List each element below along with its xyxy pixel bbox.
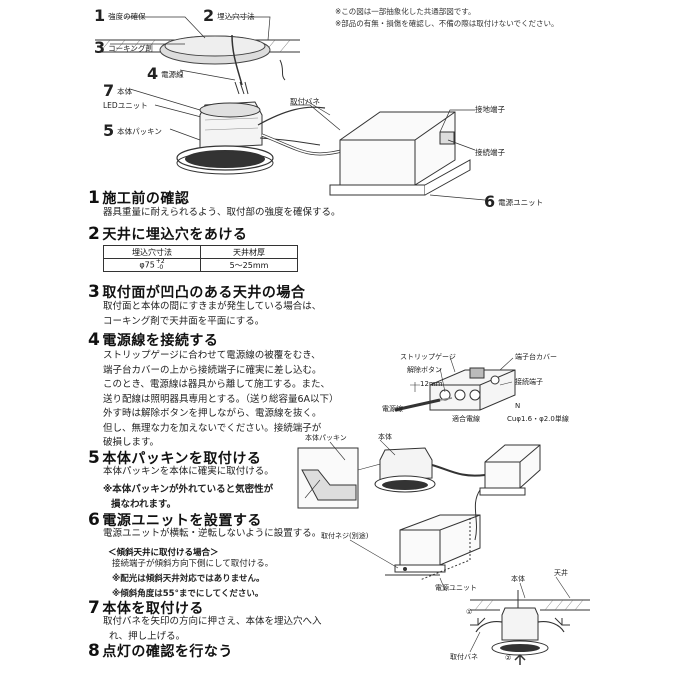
note-2: ※部品の有無・損傷を確認し、不備の際は取付けないでください。 bbox=[335, 19, 559, 28]
fig7-body-label: 本体 bbox=[511, 575, 525, 583]
section-5-text: 本体パッキンを本体に確実に取付ける。 bbox=[103, 466, 274, 477]
fig4-strip-gauge: ストリップゲージ bbox=[400, 353, 456, 361]
section-7-text: 取付バネを矢印の方向に押さえ、本体を埋込穴へ入れ、押し上げる。 bbox=[103, 616, 322, 642]
section-5-warning: ※本体パッキンが外れていると気密性が損なわれます。 bbox=[103, 484, 274, 510]
callout-ground-terminal: 接地端子 bbox=[475, 105, 505, 114]
fig6-screw-label: 取付ネジ(別途) bbox=[321, 532, 369, 540]
callout-mounting-spring: 取付バネ bbox=[290, 97, 320, 106]
section-4-text: ストリップゲージに合わせて電源線の被覆をむき、端子台カバーの上から接続端子に確実… bbox=[103, 350, 339, 448]
section-3-text: 取付面と本体の間にすきまが発生している場合は、コーキング剤で天井面を平面にする。 bbox=[103, 301, 322, 327]
section-6-sub-text: 接続端子が傾斜方向下側にして取付ける。 bbox=[112, 559, 274, 569]
section-6-text: 電源ユニットが横転・逆転しないように設置する。 bbox=[103, 528, 322, 539]
fig7-step-2: ② bbox=[505, 654, 512, 662]
fig4-power-wire: 電源線 bbox=[382, 405, 403, 413]
section-1-text: 器具重量に耐えられるよう、取付部の強度を確保する。 bbox=[103, 207, 341, 218]
fig5-body-label: 本体 bbox=[378, 433, 392, 441]
fig4-n: N bbox=[515, 402, 521, 410]
table-cell-hole: φ75+2-0 bbox=[103, 258, 201, 272]
note-1: ※この図は一部抽象化した共通部図です。 bbox=[335, 7, 476, 16]
fig6-unit-label: 電源ユニット bbox=[435, 584, 477, 592]
fig4-connect-terminal: 接続端子 bbox=[515, 378, 543, 386]
fig5-packing-label: 本体パッキン bbox=[305, 434, 347, 442]
callout-led-unit: LEDユニット bbox=[103, 101, 148, 110]
fig4-wire-spec: Cuφ1.6・φ2.0単線 bbox=[507, 415, 569, 423]
section-6-warning: ※配光は傾斜天井対応ではありません。※傾斜角度は55°までにしてください。 bbox=[112, 574, 265, 599]
callout-connect-terminal: 接続端子 bbox=[475, 148, 505, 157]
fig4-compatible-wire: 適合電線 bbox=[452, 415, 480, 423]
fig7-spring-label: 取付バネ bbox=[450, 653, 478, 661]
fig4-terminal-cover: 端子台カバー bbox=[515, 353, 557, 361]
fig4-12mm: 12mm bbox=[420, 380, 443, 388]
fig7-ceiling-label: 天井 bbox=[554, 569, 568, 577]
fig7-step-1: ① bbox=[466, 608, 473, 616]
table-cell-thickness: 5〜25mm bbox=[200, 258, 298, 272]
fig4-release-button: 解除ボタン bbox=[407, 366, 442, 374]
section-6-subheading: ＜傾斜天井に取付ける場合＞ bbox=[108, 548, 219, 558]
